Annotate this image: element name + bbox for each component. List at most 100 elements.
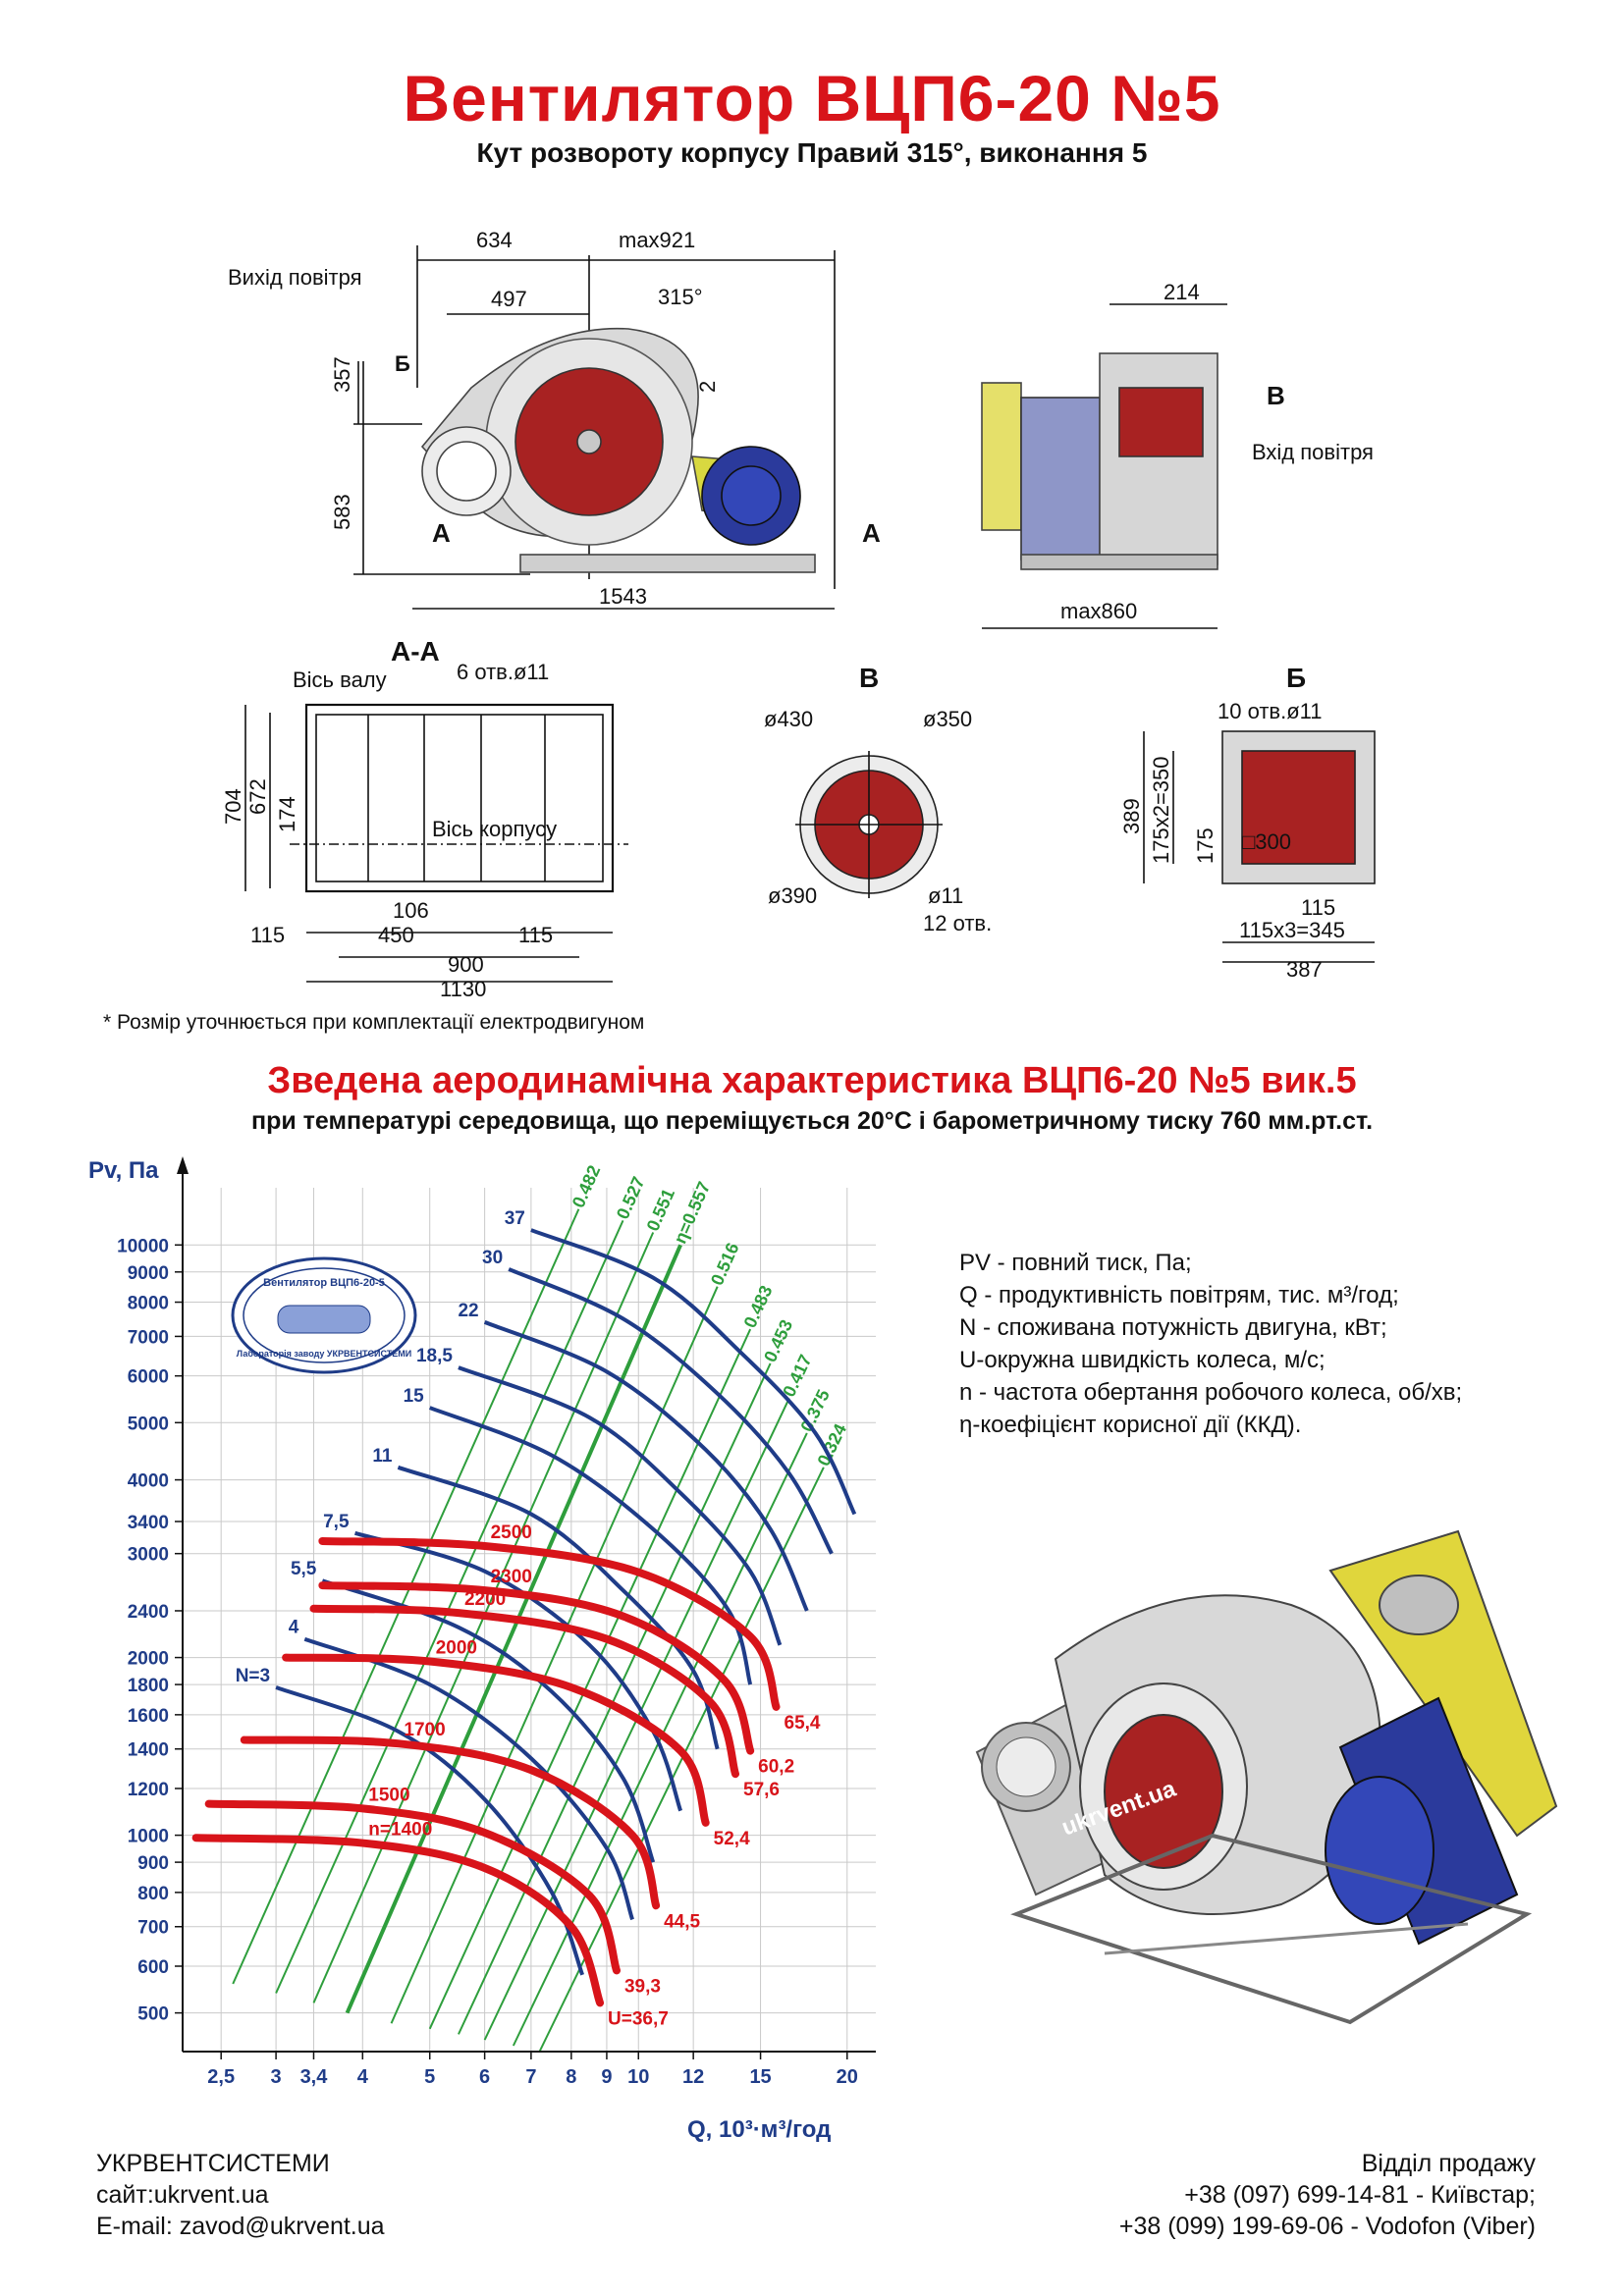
fan-3d-illustration: ukrvent.ua — [975, 1529, 1558, 2025]
speed-curve-label: 1700 — [404, 1720, 445, 1740]
dim-115x3: 115x3=345 — [1239, 918, 1345, 942]
y-tick-label: 1200 — [128, 1780, 169, 1800]
y-tick-label: 1000 — [128, 1827, 169, 1847]
stamp: Вентилятор ВЦП6-20-5 Лабораторія заводу … — [231, 1256, 417, 1374]
power-curve — [530, 1228, 857, 1516]
speed-curve-label: 1500 — [368, 1785, 409, 1805]
view-v-marker: В — [1267, 381, 1285, 410]
view-v-heading: В — [859, 663, 879, 693]
footer-contacts: УКРВЕНТСИСТЕМИ сайт:ukrvent.ua E-mail: z… — [96, 2148, 385, 2242]
speed-curve — [240, 1735, 661, 1910]
x-tick-label: 12 — [682, 2066, 704, 2088]
dim-d390: ø390 — [768, 883, 817, 908]
speed-curve — [318, 1536, 781, 1711]
section-aa-view — [244, 703, 628, 983]
stamp-bottom: Лабораторія заводу УКРВЕНТСИСТЕМИ — [237, 1349, 411, 1359]
power-curve-label: 30 — [482, 1248, 503, 1268]
legend-q: Q - продуктивність повітрям, тис. м³/год… — [959, 1282, 1399, 1308]
dim-389: 389 — [1119, 798, 1144, 834]
speed-curve-label: 2000 — [436, 1638, 477, 1659]
power-curve — [353, 1530, 682, 1812]
speed-curve-label: n=1400 — [368, 1820, 432, 1841]
dim-1130: 1130 — [440, 977, 486, 1001]
power-curve — [458, 1365, 783, 1646]
section-a-marker-left: А — [432, 518, 451, 548]
power-curve — [321, 1578, 656, 1863]
efficiency-line — [345, 1244, 682, 2014]
dim-174: 174 — [275, 796, 299, 832]
speed-curve — [318, 1581, 755, 1755]
speed-curve-label: 2300 — [491, 1567, 532, 1587]
legend: PV - повний тиск, Па; Q - продуктивність… — [959, 1247, 1462, 1441]
section-b-marker: Б — [395, 351, 410, 376]
speed-curves: n=1400U=36,7150039,3170044,5200052,42200… — [191, 1522, 821, 2029]
y-axis-arrow — [177, 1156, 189, 1174]
view-b-flange — [1143, 730, 1376, 963]
page-subtitle: Кут розвороту корпусу Правий 315°, викон… — [476, 137, 1148, 168]
power-curve — [508, 1267, 834, 1555]
dim-115b: 115 — [1301, 895, 1335, 920]
dim-115-right: 115 — [518, 923, 553, 947]
y-tick-label: 800 — [137, 1884, 169, 1904]
footer-sales: Відділ продажу +38 (097) 699-14-81 - Киї… — [1119, 2148, 1536, 2242]
dim-10holes: 10 отв.ø11 — [1218, 699, 1323, 723]
power-curve — [303, 1636, 634, 1921]
power-curve-label: 37 — [505, 1208, 525, 1229]
y-tick-label: 3000 — [128, 1545, 169, 1566]
outlet-label: Вихід повітря — [228, 265, 362, 290]
view-v-flange — [795, 751, 943, 898]
y-tick-label: 4000 — [128, 1471, 169, 1492]
power-curve-label: 15 — [404, 1386, 425, 1407]
sales-phone-1[interactable]: +38 (097) 699-14-81 - Київстар; — [1184, 2181, 1536, 2209]
sales-phone-2[interactable]: +38 (099) 199-69-06 - Vodofon (Viber) — [1118, 2213, 1536, 2240]
legend-u: U-окружна швидкість колеса, м/с; — [959, 1347, 1326, 1373]
speed-curve — [309, 1604, 740, 1779]
y-tick-label: 9000 — [128, 1263, 169, 1284]
dim-583: 583 — [330, 494, 354, 530]
power-curve-label: N=3 — [236, 1666, 270, 1686]
legend-eta: η-коефіцієнт корисної дії (ККД). — [959, 1412, 1302, 1438]
dim-672: 672 — [245, 778, 270, 815]
x-tick-label: 9 — [601, 2066, 612, 2088]
power-curve-label: 22 — [458, 1301, 478, 1321]
footnote: * Розмір уточнюється при комплектації ел… — [103, 1011, 645, 1034]
dim-d11: ø11 — [928, 883, 963, 908]
dim-max860: max860 — [1060, 599, 1137, 623]
y-tick-label: 2000 — [128, 1649, 169, 1670]
efficiency-line — [428, 1328, 752, 2030]
speed-curve-label: 2500 — [491, 1522, 532, 1543]
y-tick-label: 900 — [137, 1853, 169, 1874]
page-title: Вентилятор ВЦП6-20 №5 — [403, 62, 1221, 134]
company-email[interactable]: E-mail: zavod@ukrvent.ua — [96, 2213, 385, 2240]
x-tick-label: 3 — [271, 2066, 282, 2088]
dim-175x2: 175x2=350 — [1149, 757, 1173, 865]
efficiency-line — [458, 1362, 772, 2035]
power-curve-label: 5,5 — [291, 1559, 317, 1579]
power-curve — [397, 1465, 720, 1750]
y-tick-label: 600 — [137, 1957, 169, 1978]
speed-curve — [204, 1799, 621, 1975]
dim-sq300: □300 — [1242, 829, 1291, 854]
y-tick-label: 1600 — [128, 1706, 169, 1727]
tip-speed-label: 57,6 — [743, 1780, 780, 1800]
tip-speed-label: 44,5 — [664, 1911, 700, 1932]
company-site[interactable]: сайт:ukrvent.ua — [96, 2181, 269, 2209]
x-tick-label: 10 — [627, 2066, 649, 2088]
tip-speed-label: 52,4 — [714, 1829, 750, 1849]
chart-section-subtitle: при температурі середовища, що переміщує… — [250, 1107, 1374, 1135]
dim-214: 214 — [1164, 280, 1200, 304]
x-tick-label: 2,5 — [207, 2066, 235, 2088]
x-tick-label: 5 — [424, 2066, 435, 2088]
sales-title: Відділ продажу — [1361, 2150, 1536, 2177]
legend-pv: PV - повний тиск, Па; — [959, 1250, 1192, 1276]
dim-450: 450 — [378, 923, 414, 947]
y-tick-label: 2400 — [128, 1602, 169, 1623]
y-tick-label: 10000 — [117, 1236, 169, 1256]
dim-d430: ø430 — [764, 707, 813, 731]
chart-section-title: Зведена аеродинамічна характеристика ВЦП… — [267, 1060, 1357, 1101]
x-tick-label: 3,4 — [300, 2066, 329, 2088]
dim-315: 315° — [658, 285, 703, 309]
company-name: УКРВЕНТСИСТЕМИ — [96, 2150, 330, 2177]
